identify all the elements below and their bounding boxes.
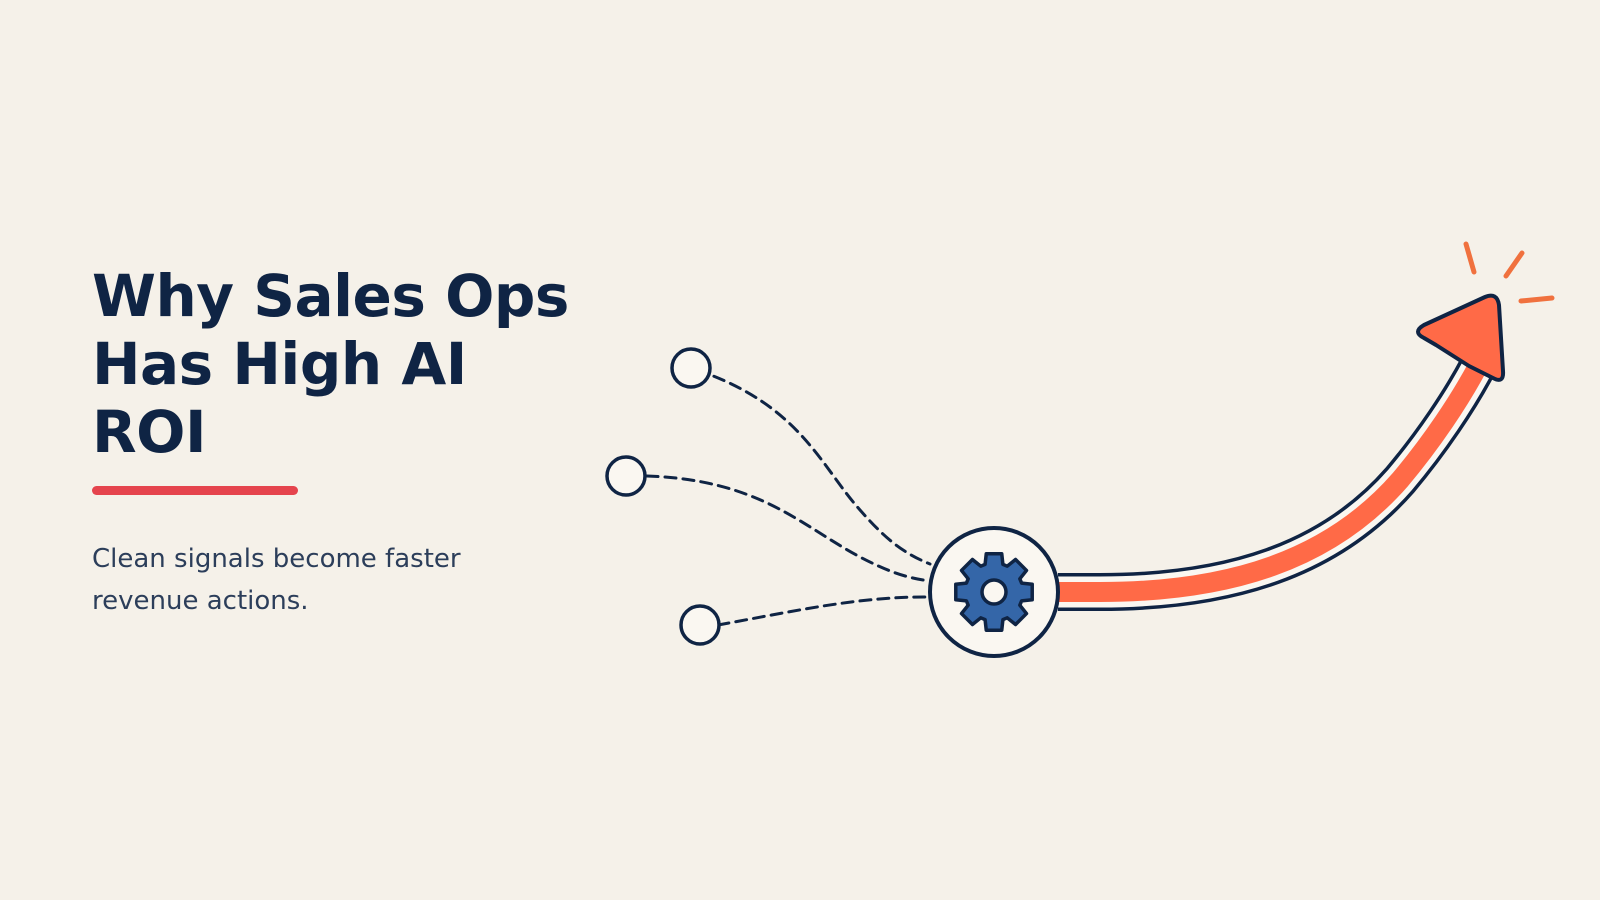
title-line-3: ROI <box>92 398 207 466</box>
subtitle-line-2: revenue actions. <box>92 586 309 616</box>
growth-arrow-icon <box>1058 293 1506 611</box>
title-line-1: Why Sales Ops <box>92 262 569 330</box>
signal-node-1 <box>670 347 712 389</box>
sparkle-burst-icon <box>1463 241 1555 304</box>
signal-line-3 <box>716 595 932 627</box>
signal-node-2 <box>605 455 647 497</box>
signal-line-2 <box>645 474 932 583</box>
signal-line-1 <box>695 368 932 566</box>
title-line-2: Has High AI <box>92 330 467 398</box>
title-underline <box>92 486 298 495</box>
gear-icon <box>954 552 1034 632</box>
slide-subtitle: Clean signals become faster revenue acti… <box>92 538 512 622</box>
signal-node-3 <box>679 604 721 646</box>
gear-hole <box>980 578 1008 606</box>
subtitle-line-1: Clean signals become faster <box>92 544 461 574</box>
slide-title: Why Sales Ops Has High AI ROI <box>92 262 612 466</box>
